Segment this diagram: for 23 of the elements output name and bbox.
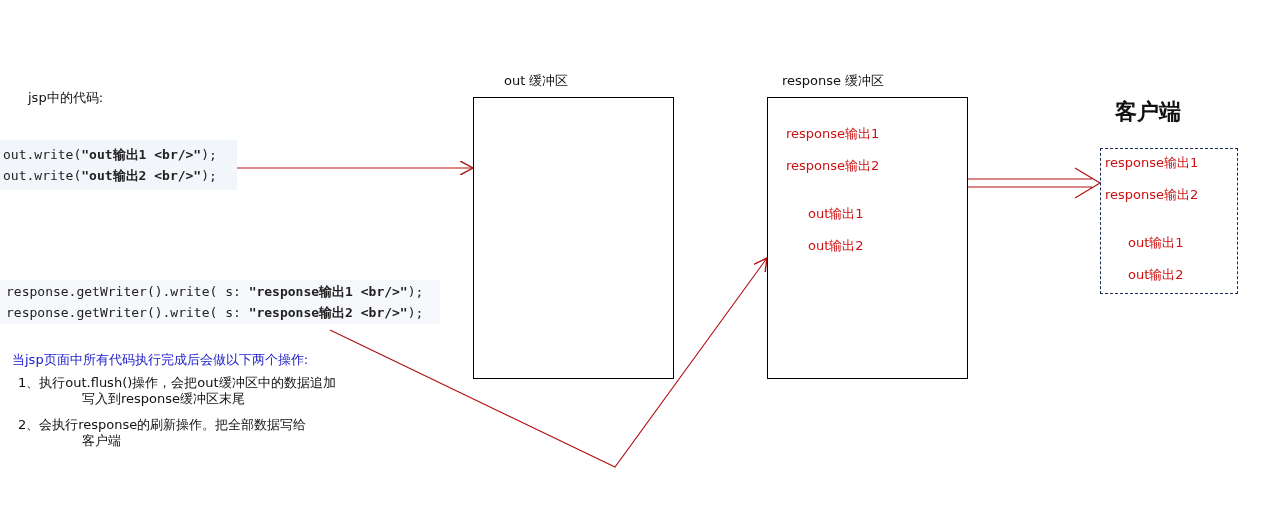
arrow — [236, 160, 474, 176]
output-text: out输出1 — [1128, 234, 1184, 252]
output-text: out输出2 — [808, 237, 864, 255]
note-item: 1、执行out.flush()操作，会把out缓冲区中的数据追加写入到response缓冲区末尾 — [18, 375, 337, 407]
code-line: out.write("out输出2 <br/>"); — [3, 167, 217, 185]
note-item: 2、会执行response的刷新操作。把全部数据写给客户端 — [18, 417, 308, 449]
output-text: response输出1 — [786, 125, 880, 143]
box-heading: response 缓冲区 — [782, 72, 885, 90]
output-text: response输出2 — [1105, 186, 1199, 204]
note-heading: 当jsp页面中所有代码执行完成后会做以下两个操作: — [12, 352, 309, 368]
code-line: response.getWriter().write( s: "response输出1 <br/>"); — [6, 283, 424, 301]
box-heading: out 缓冲区 — [504, 72, 569, 90]
code-block — [0, 140, 237, 190]
code-line: response.getWriter().write( s: "response输出2 <br/>"); — [6, 304, 424, 322]
code-line: out.write("out输出1 <br/>"); — [3, 146, 217, 164]
section-heading: jsp中的代码: — [28, 90, 104, 106]
output-text: response输出1 — [1105, 154, 1199, 172]
arrow — [329, 257, 768, 468]
output-text: out输出1 — [808, 205, 864, 223]
double-arrow — [967, 167, 1102, 199]
box-heading: 客户端 — [1115, 97, 1181, 126]
output-text: out输出2 — [1128, 266, 1184, 284]
output-text: response输出2 — [786, 157, 880, 175]
